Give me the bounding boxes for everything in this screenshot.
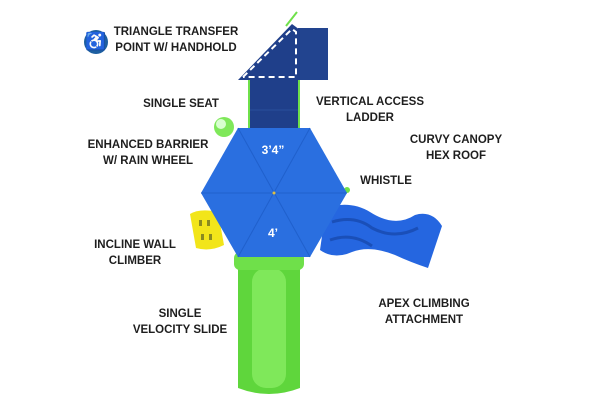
label-line: POINT W/ HANDHOLD (115, 42, 237, 54)
wheelchair-accessible-icon: ♿ (84, 30, 108, 54)
incline-wall-climber (190, 210, 224, 250)
apex-climbing-attachment (320, 204, 442, 268)
label-line: ATTACHMENT (384, 314, 464, 326)
label-line: APEX CLIMBING (378, 298, 470, 310)
label-velocity-slide: SINGLE VELOCITY SLIDE (133, 306, 227, 338)
label-line: WHISTLE (360, 175, 412, 187)
label-line: ENHANCED BARRIER (87, 139, 209, 151)
velocity-slide (234, 252, 304, 394)
label-line: SINGLE SEAT (143, 98, 219, 110)
triangle-transfer-point (238, 11, 328, 80)
label-line: INCLINE WALL (94, 239, 176, 251)
vertical-ladder (248, 80, 300, 132)
label-vertical-ladder: VERTICAL ACCESS LADDER (316, 94, 424, 126)
label-line: W/ RAIN WHEEL (102, 155, 194, 167)
label-incline-climber: INCLINE WALL CLIMBER (94, 237, 176, 269)
label-line: VERTICAL ACCESS (316, 96, 424, 108)
label-line: CLIMBER (108, 255, 162, 267)
label-line: SINGLE (158, 308, 202, 320)
label-line: HEX ROOF (425, 150, 487, 162)
label-line: CURVY CANOPY (409, 134, 503, 146)
label-curvy-canopy: CURVY CANOPY HEX ROOF (410, 132, 502, 164)
roof-height-label: 4’ (267, 226, 279, 240)
label-line: LADDER (346, 112, 394, 124)
label-triangle-transfer: TRIANGLE TRANSFER POINT W/ HANDHOLD (114, 24, 239, 56)
label-enhanced-barrier: ENHANCED BARRIER W/ RAIN WHEEL (88, 137, 209, 169)
label-line: TRIANGLE TRANSFER (113, 26, 239, 38)
label-single-seat: SINGLE SEAT (143, 96, 219, 112)
single-seat (214, 117, 234, 137)
label-line: VELOCITY SLIDE (132, 324, 228, 336)
label-apex-climbing: APEX CLIMBING ATTACHMENT (378, 296, 469, 328)
deck-height-label: 3’4” (261, 143, 285, 157)
hex-canopy (201, 127, 347, 258)
label-whistle: WHISTLE (360, 173, 412, 189)
